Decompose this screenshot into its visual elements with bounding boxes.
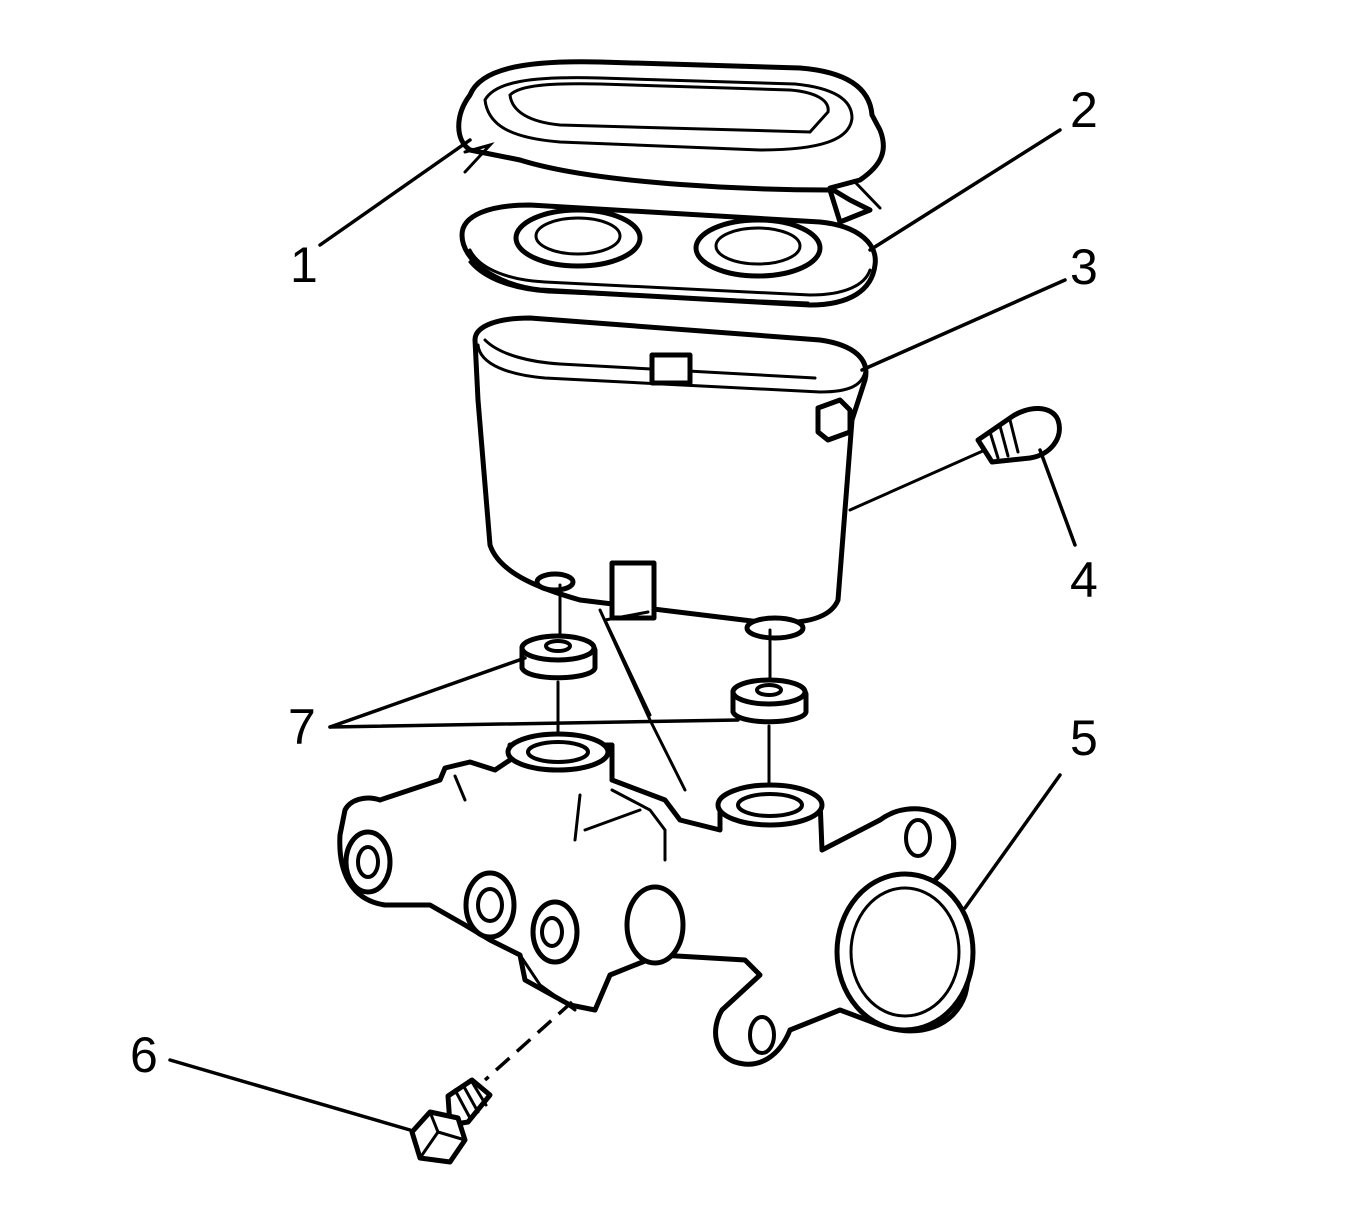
fluid-reservoir [472,315,869,641]
reservoir-grommets [519,583,809,797]
callout-3: 3 [1070,239,1098,295]
callout-7: 7 [288,699,316,755]
callout-2: 2 [1070,82,1098,138]
reservoir-retaining-pin [848,406,1062,512]
callout-5: 5 [1070,710,1098,766]
master-cylinder-body [337,608,976,1067]
mounting-bolt [409,1000,574,1165]
reservoir-diaphragm [459,202,878,308]
leader-lines [168,128,1077,1132]
callout-6: 6 [130,1027,158,1083]
callout-1: 1 [290,237,318,293]
reservoir-cover [456,59,886,225]
callout-4: 4 [1070,552,1098,608]
